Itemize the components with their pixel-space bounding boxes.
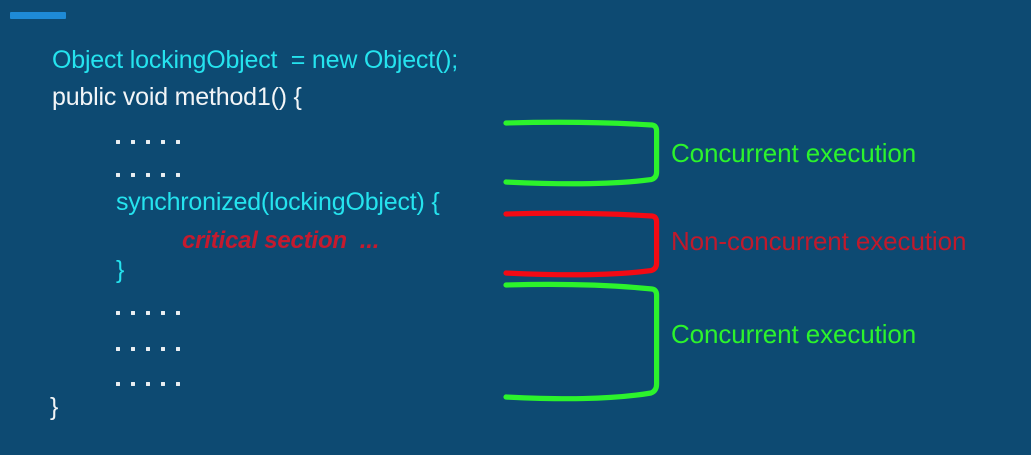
dot [146, 311, 150, 315]
label-concurrent-execution-bottom: Concurrent execution [671, 319, 917, 349]
code-line-ellipsis-1 [116, 140, 180, 144]
dot [161, 382, 165, 386]
dot [131, 140, 135, 144]
dot [146, 347, 150, 351]
code-line-synchronized: synchronized(lockingObject) { [116, 188, 440, 216]
bracket-bottom-concurrent [503, 281, 660, 402]
code-line-outer-close-brace: } [50, 393, 59, 421]
code-line-ellipsis-4 [116, 347, 180, 351]
code-line-inner-close-brace: } [116, 256, 125, 284]
label-non-concurrent-execution: Non-concurrent execution [671, 226, 967, 256]
dot [161, 347, 165, 351]
code-block: Object lockingObject = new Object(); pub… [50, 46, 458, 421]
dot [116, 347, 120, 351]
dot [116, 382, 120, 386]
dot [146, 173, 150, 177]
code-line-critical-section: critical section ... [182, 227, 380, 254]
code-line-ellipsis-5 [116, 382, 180, 386]
code-line-ellipsis-3 [116, 311, 180, 315]
dot [176, 173, 180, 177]
dot [176, 311, 180, 315]
code-line-method-signature: public void method1() { [52, 83, 302, 111]
accent-bar [10, 12, 66, 19]
dot [161, 173, 165, 177]
dot [116, 311, 120, 315]
label-concurrent-execution-top: Concurrent execution [671, 138, 917, 168]
dot [176, 382, 180, 386]
dot [146, 382, 150, 386]
dot [161, 311, 165, 315]
dot [131, 382, 135, 386]
dot [176, 140, 180, 144]
code-line-declaration: Object lockingObject = new Object(); [52, 46, 458, 74]
dot [161, 140, 165, 144]
dot [131, 173, 135, 177]
dot [176, 347, 180, 351]
dot [131, 347, 135, 351]
bracket-middle-non-concurrent [503, 210, 660, 278]
dot [146, 140, 150, 144]
dot [131, 311, 135, 315]
dot [116, 173, 120, 177]
bracket-top-concurrent [503, 119, 660, 187]
dot [116, 140, 120, 144]
code-line-ellipsis-2 [116, 173, 180, 177]
